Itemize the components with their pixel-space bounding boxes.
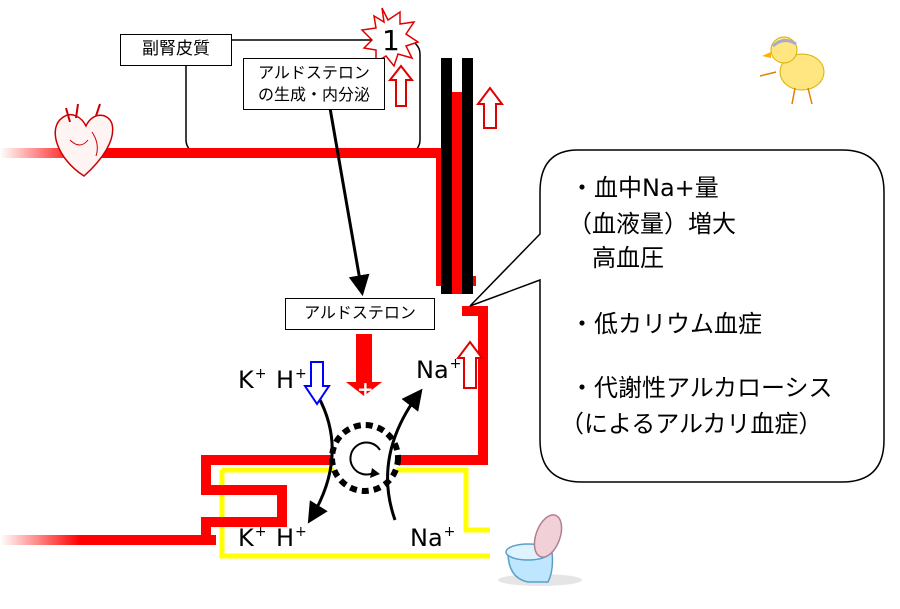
heart-icon xyxy=(54,103,114,177)
up-arrow-cortex xyxy=(387,64,415,107)
effect-line-4: ・低カリウム血症 xyxy=(570,310,762,338)
na-ion-top: Na+ xyxy=(416,356,461,384)
k-symbol: K xyxy=(238,524,254,552)
star-number: 1 xyxy=(382,24,400,57)
na-charge: + xyxy=(443,524,456,540)
up-arrow-na xyxy=(456,340,484,389)
vessel-zigzag xyxy=(201,455,287,540)
production-line-1: アルドステロン xyxy=(258,63,370,82)
duct-wall-left xyxy=(441,58,452,294)
duct-blood-fill xyxy=(452,92,462,294)
lower-vessel-fade xyxy=(0,535,80,545)
effect-line-6: （によるアルカリ血症） xyxy=(560,410,823,438)
na-symbol: Na xyxy=(416,356,449,384)
stimulus-arrow-shaft xyxy=(356,334,372,382)
chick-icon xyxy=(759,36,825,105)
urine-tubule-lower xyxy=(219,470,490,559)
aldosterone-label: アルドステロン xyxy=(285,298,435,330)
k-ion-top: K+ xyxy=(238,366,266,394)
vessel-right-top xyxy=(462,306,488,316)
stimulus-arrow-head xyxy=(346,382,382,396)
k-h-exit-arrow xyxy=(307,395,334,524)
secretion-arrow xyxy=(328,107,370,297)
effects-bubble xyxy=(469,149,885,483)
aldosterone-text: アルドステロン xyxy=(304,303,416,322)
k-symbol: K xyxy=(238,366,254,394)
transporter-rotate-icon xyxy=(349,441,381,476)
upper-vessel-fade xyxy=(0,148,80,158)
toilet-icon xyxy=(498,514,582,586)
h-charge: + xyxy=(295,524,307,540)
h-ion-top: H+ xyxy=(276,366,307,394)
na-entry-arrow xyxy=(386,388,423,521)
aldosterone-production-label: アルドステロン の生成・内分泌 xyxy=(243,58,385,110)
duct-wall-right xyxy=(462,58,473,294)
up-arrow-duct xyxy=(476,86,504,129)
adrenal-cortex-label: 副腎皮質 xyxy=(120,34,232,66)
h-charge: + xyxy=(295,366,307,382)
upper-vessel xyxy=(80,148,446,158)
na-ion-bottom: Na+ xyxy=(410,524,455,552)
lower-vessel xyxy=(80,535,216,545)
vessel-right-down xyxy=(478,306,488,462)
adrenal-cortex-text: 副腎皮質 xyxy=(142,39,210,59)
na-charge: + xyxy=(449,356,462,372)
h-symbol: H xyxy=(276,366,295,394)
k-charge: + xyxy=(254,524,267,540)
na-symbol: Na xyxy=(410,524,443,552)
k-ion-bottom: K+ xyxy=(238,524,266,552)
down-arrow-k xyxy=(303,361,331,406)
h-symbol: H xyxy=(276,524,295,552)
explosion-star-icon xyxy=(360,7,420,68)
stimulus-plus: + xyxy=(357,377,374,401)
rotate-arrowhead xyxy=(370,468,380,478)
effect-line-1: ・血中Na+量 xyxy=(570,174,719,202)
k-charge: + xyxy=(254,366,267,382)
effect-line-5: ・代謝性アルカローシス xyxy=(570,374,833,402)
transporter-outer xyxy=(329,422,401,494)
production-line-2: の生成・内分泌 xyxy=(257,85,370,104)
effect-line-2: （血液量）増大 xyxy=(568,210,736,238)
h-ion-bottom: H+ xyxy=(276,524,307,552)
effect-line-3: 高血圧 xyxy=(592,244,664,272)
